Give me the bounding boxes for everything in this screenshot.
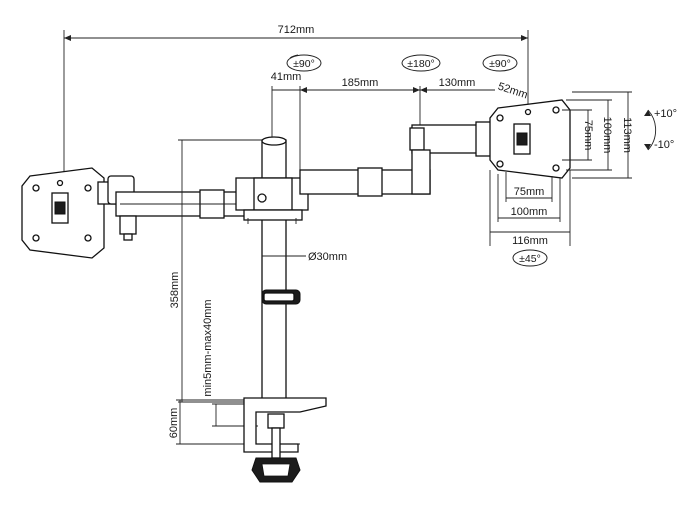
right-arm-label: 130mm — [439, 77, 476, 89]
left-swivel-badge: ±90° — [286, 54, 322, 72]
total-width-label: 712mm — [278, 24, 315, 36]
left-vesa-plate — [21, 167, 135, 259]
tilt-up-label: +10° — [654, 108, 677, 120]
tilt-pivot-label: 52mm — [496, 81, 529, 102]
center-swivel-label: ±180° — [407, 58, 434, 70]
plate-dimensions: 75mm 100mm 116mm 75mm 100mm 113mm — [489, 91, 633, 247]
right-swivel-badge: ±90° — [482, 54, 518, 72]
clamp-height-label: 60mm — [168, 408, 180, 439]
tilt-indicator: +10° -10° — [644, 108, 677, 151]
center-swivel-badge: ±180° — [401, 54, 441, 72]
vesa-100-v-label: 100mm — [601, 117, 613, 154]
clamp-range-label: min5mm-max40mm — [202, 299, 214, 396]
pole-height-dimension: 358mm — [169, 139, 262, 403]
desk-clamp — [243, 397, 327, 483]
center-joint — [235, 177, 309, 224]
vesa-75-v-label: 75mm — [582, 120, 594, 151]
vesa-75-h-label: 75mm — [514, 186, 545, 198]
total-width-dimension: 712mm — [63, 24, 529, 178]
pole-diameter-dimension: Ø30mm — [262, 251, 347, 263]
plate-height-label: 113mm — [621, 117, 633, 153]
pole — [261, 136, 301, 403]
vesa-100-h-label: 100mm — [511, 206, 548, 218]
tilt-down-label: -10° — [654, 139, 674, 151]
left-offset-label: 41mm — [271, 71, 302, 83]
left-swivel-label: ±90° — [293, 58, 315, 70]
right-swivel-label: ±90° — [489, 58, 511, 70]
plate-rotation-badge: ±45° — [512, 249, 548, 267]
plate-width-label: 116mm — [512, 235, 548, 247]
plate-rotation-label: ±45° — [519, 253, 541, 265]
right-vesa-plate — [489, 99, 571, 179]
right-arm — [299, 121, 493, 197]
pole-height-label: 358mm — [169, 272, 181, 309]
arm-length-label: 185mm — [342, 77, 379, 89]
pole-diameter-label: Ø30mm — [308, 251, 347, 263]
